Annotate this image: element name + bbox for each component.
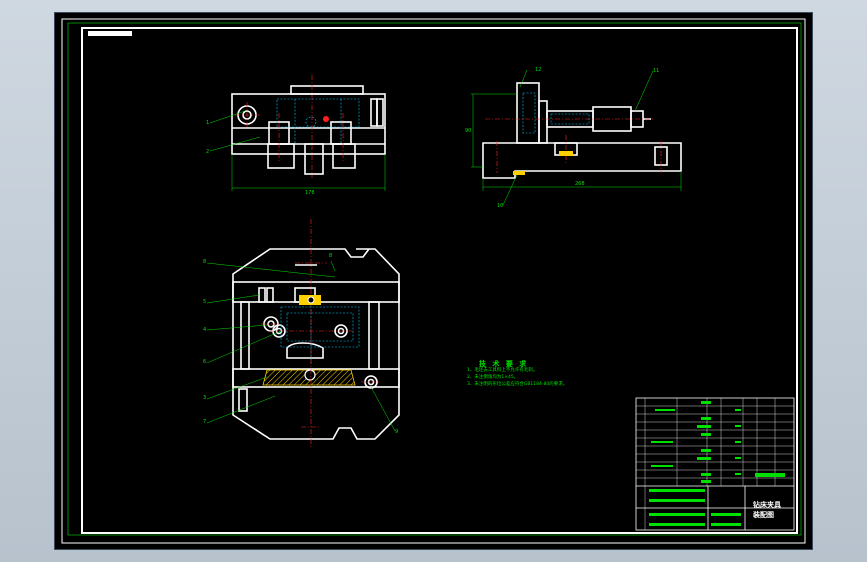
outer-border bbox=[61, 18, 806, 544]
plan-view bbox=[232, 248, 400, 440]
title-block-name: 钻床夹具 bbox=[753, 501, 781, 509]
frame-line bbox=[67, 22, 802, 536]
callout-plan-8b: 8 bbox=[329, 253, 333, 259]
top-view-dims bbox=[209, 110, 386, 191]
callout-plan-7: 7 bbox=[203, 419, 207, 425]
tech-requirement-1: 1、毛坯去工具料上不允许有毛刺。 bbox=[467, 368, 538, 373]
drawing-number-box bbox=[88, 31, 132, 36]
callout-top-1: 1 bbox=[206, 120, 210, 126]
callout-top-2: 2 bbox=[206, 149, 210, 155]
callout-side-12: 12 bbox=[535, 67, 542, 73]
side-view bbox=[482, 82, 682, 179]
dim-side-view-length: 268 bbox=[575, 181, 585, 187]
dim-top-view-width: 178 bbox=[305, 190, 315, 196]
callout-plan-5: 5 bbox=[203, 299, 207, 305]
parts-list-rows bbox=[636, 398, 794, 530]
callout-plan-3: 3 bbox=[203, 395, 207, 401]
callout-plan-4: 4 bbox=[203, 327, 207, 333]
callout-plan-9: 9 bbox=[395, 429, 399, 435]
plan-view-centerlines bbox=[261, 219, 381, 449]
top-view-hidden bbox=[276, 98, 360, 144]
parts-list-text bbox=[649, 401, 785, 526]
callout-plan-6: 6 bbox=[203, 359, 207, 365]
tech-requirement-3: 3、未注明的形位公差应符合GB1184-80的要求。 bbox=[467, 382, 568, 387]
drill-bushing-hole bbox=[307, 296, 315, 304]
top-view-center-mark bbox=[323, 116, 329, 122]
side-view-dims bbox=[471, 69, 682, 206]
side-view-centerlines bbox=[485, 118, 662, 173]
side-view-bushing bbox=[559, 151, 573, 156]
callout-side-11: 11 bbox=[653, 68, 660, 74]
tech-requirements-heading: 技 术 要 求 bbox=[479, 360, 529, 368]
inner-border bbox=[81, 27, 798, 534]
callout-side-10: 10 bbox=[497, 203, 504, 209]
plan-view-leaders bbox=[206, 260, 396, 432]
drawing-canvas[interactable]: 1 2 178 12 11 10 268 90 8 5 4 6 3 7 9 8 … bbox=[55, 13, 812, 549]
top-view-centerlines bbox=[235, 75, 344, 178]
clamp-pin bbox=[304, 369, 316, 381]
side-view-foot bbox=[513, 171, 525, 175]
title-block-type: 装配图 bbox=[753, 511, 774, 519]
tech-requirement-2: 2、未注倒角均为1×45。 bbox=[467, 375, 519, 380]
parts-list bbox=[635, 397, 795, 531]
dim-side-view-height: 90 bbox=[465, 128, 472, 134]
drawing-svg bbox=[61, 18, 806, 544]
callout-plan-8a: 8 bbox=[203, 259, 207, 265]
